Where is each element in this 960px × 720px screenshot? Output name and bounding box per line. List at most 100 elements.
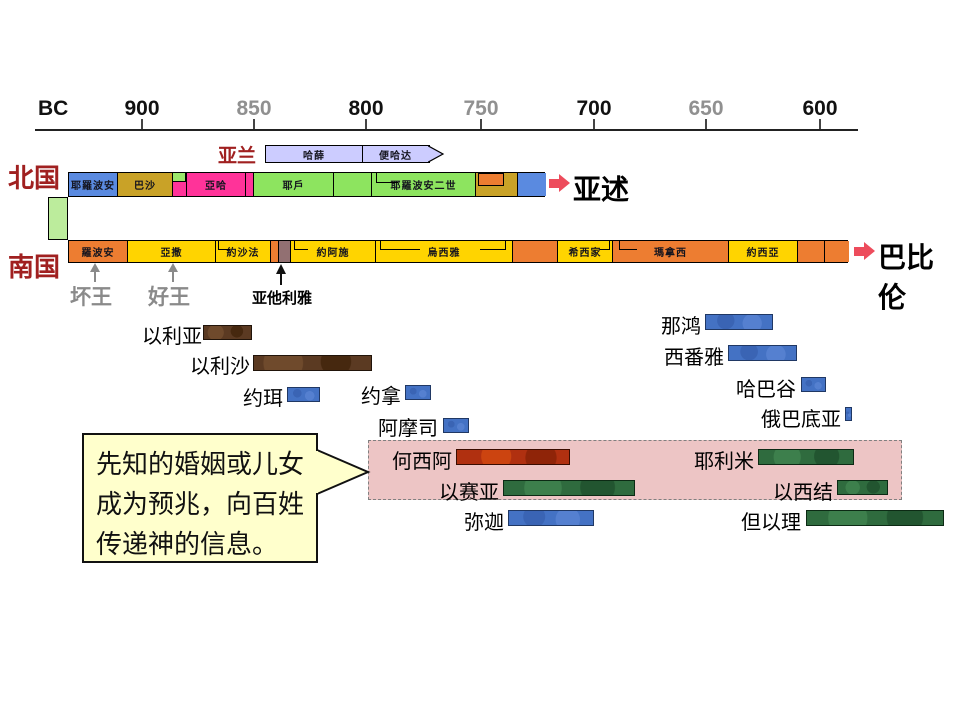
legend-athaliah: 亚他利雅 [252,290,313,307]
axis-tick [593,119,595,131]
north-conqueror-label: 亚述 [573,174,630,205]
callout-line-1: 先知的婚姻或儿女 [96,449,305,479]
axis-tick [480,119,482,131]
north-king-segment [518,173,546,196]
prophet-jonah-bar [405,385,431,400]
prophet-ezekiel-bar [837,480,888,495]
south-king-joash: 約阿施 [291,241,376,262]
prophet-obadiah-label: 俄巴底亚 [761,409,841,431]
prophet-elijah-bar [203,325,252,340]
axis-year-800: 800 [348,97,384,120]
south-king-manasseh: 瑪拿西 [613,241,729,262]
prophet-daniel-label: 但以理 [741,512,801,534]
step-bracket [218,241,230,250]
prophet-hosea-label: 何西阿 [392,451,452,473]
aram-king-benhadad: 便哈达 [379,150,412,162]
north-king-segment [334,173,372,196]
prophet-joel-bar [287,387,320,402]
prophet-hosea-bar [456,449,570,465]
south-conquest-arrow-icon [854,242,875,260]
green-notch [173,173,186,182]
up-arrow-icon [90,263,100,282]
up-arrow-icon [168,263,178,282]
prophet-jeremiah-label: 耶利米 [694,451,754,473]
inset-box [478,173,504,186]
south-kingdom-bar: 羅波安 亞撒 約沙法 約阿施 烏西雅 希西家 瑪拿西 約西亞 [68,240,849,263]
south-king-rehoboam: 羅波安 [69,241,128,262]
legend-good-king: 好王 [148,286,190,309]
step-bracket [380,241,420,250]
axis-year-900: 900 [124,97,160,120]
prophet-elisha-bar [253,355,372,371]
prophet-daniel-bar [806,510,944,526]
step-bracket [619,241,637,250]
prophet-ezekiel-label: 以西结 [773,482,833,504]
prophet-micah-label: 弥迦 [464,512,504,534]
prophet-nahum-bar [705,314,773,330]
prophet-nahum-label: 那鸿 [661,316,701,338]
north-kingdom-title: 北国 [8,163,61,193]
prophet-elisha-label: 以利沙 [190,356,250,378]
prophet-jeremiah-bar [758,449,854,465]
aram-bar: 哈薛 便哈达 [265,145,430,163]
axis-year-850: 850 [236,97,272,120]
legend-bad-king: 坏王 [70,286,112,309]
north-kingdom-bar: 耶羅波安 巴沙 亞哈 耶戶 耶羅波安二世 [68,172,546,197]
north-king-segment [246,173,254,196]
prophet-elijah-label: 以利亚 [142,326,202,348]
prophet-micah-bar [508,510,594,526]
south-king-jehoshaphat: 約沙法 [216,241,271,262]
south-kingdom-title: 南国 [8,252,61,282]
up-arrow-icon [276,264,286,285]
prophet-amos-label: 阿摩司 [378,418,438,440]
prophet-habakkuk-bar [801,377,826,392]
south-king-segment [513,241,558,262]
north-king-baasha: 巴沙 [118,173,173,196]
north-king-jeroboam: 耶羅波安 [69,173,118,196]
prophet-zephaniah-bar [728,345,797,361]
prophet-amos-bar [443,418,469,433]
aram-bar-arrow-tip [428,145,445,163]
axis-tick [819,119,821,131]
callout-line-3: 传递神的信息。 [96,529,279,559]
axis-era-label: BC [38,97,69,120]
axis-line [35,129,858,131]
axis-year-650: 650 [688,97,724,120]
north-conquest-arrow-icon [549,174,570,192]
south-king-asa: 亞撒 [128,241,216,262]
axis-year-600: 600 [802,97,838,120]
callout-pointer-mask [315,451,318,493]
axis-tick [253,119,255,131]
axis-tick [141,119,143,131]
prophet-obadiah-bar [845,407,852,421]
axis-year-750: 750 [463,97,499,120]
axis-tick [365,119,367,131]
callout-pointer [315,449,371,495]
aram-king-hazael: 哈薛 [266,146,363,162]
callout-line-2: 成为预兆，向百姓 [96,489,305,519]
south-king-segment [798,241,825,262]
north-king-jeroboam2: 耶羅波安二世 [372,173,476,196]
united-kingdom-block [48,197,68,240]
step-bracket [376,173,398,183]
prophet-zephaniah-label: 西番雅 [664,347,724,369]
south-king-segment [825,241,849,262]
aram-title: 亚兰 [217,146,256,167]
prophet-jonah-label: 约拿 [361,386,401,408]
south-conqueror-label: 巴比伦 [878,242,935,313]
axis-tick [705,119,707,131]
prophet-isaiah-bar [503,480,635,496]
south-king-hezekiah: 希西家 [558,241,613,262]
step-bracket [294,241,308,250]
prophet-joel-label: 约珥 [243,388,283,410]
axis-year-700: 700 [576,97,612,120]
step-bracket [600,241,610,250]
north-king-jehu: 耶戶 [254,173,334,196]
callout-bubble: 先知的婚姻或儿女 成为预兆，向百姓 传递神的信息。 [82,433,318,563]
south-athaliah-segment [279,241,291,262]
north-king-segment [476,173,518,196]
prophet-isaiah-label: 以赛亚 [439,482,499,504]
south-king-segment [271,241,279,262]
step-bracket [480,241,506,250]
